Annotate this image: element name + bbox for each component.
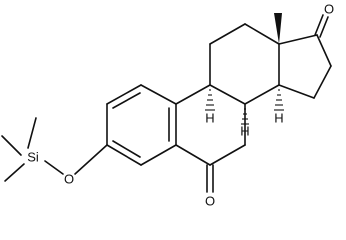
methyl-wedge-bond [274, 13, 282, 44]
ring-d [278, 34, 332, 99]
bond [278, 84, 315, 99]
trimethylsilyl-ether [1, 117, 108, 182]
double-bond-inner [112, 140, 141, 158]
bond [278, 34, 318, 45]
ketone-6 [206, 164, 214, 193]
oxygen-label-17: O [324, 1, 334, 16]
double-bond [319, 16, 329, 38]
methyl-bond [27, 117, 37, 149]
double-bond [314, 14, 324, 36]
double-bond-inner [112, 92, 141, 109]
bond [209, 144, 246, 166]
hashed-bond-h9 [205, 89, 215, 111]
bond [106, 84, 142, 105]
ring-c [209, 23, 280, 105]
bond [209, 23, 246, 45]
structure-diagram: O O O Si H H H [1, 1, 334, 208]
bond [140, 144, 177, 166]
ketone-17 [314, 14, 329, 38]
bond [74, 144, 108, 175]
methyl-bond [4, 163, 25, 182]
bond [175, 144, 211, 166]
bond [44, 160, 64, 175]
silicon-label: Si [27, 149, 39, 164]
oxygen-label-ether: O [64, 171, 74, 186]
oxygen-label-6: O [205, 193, 215, 208]
methyl-bond [1, 135, 22, 156]
ring-a-aromatic [106, 84, 177, 166]
bond [244, 23, 280, 45]
bond [106, 144, 142, 166]
bond [316, 34, 332, 67]
hydrogen-label-9: H [205, 110, 214, 125]
hashed-bond-h14 [274, 89, 284, 111]
molecule-drawing: O O O Si H H H [1, 1, 334, 208]
bond [244, 84, 280, 105]
bond [209, 84, 246, 105]
bond [313, 65, 332, 99]
hydrogen-label-8: H [240, 123, 249, 138]
bond [175, 84, 211, 105]
bond [140, 84, 177, 105]
ring-b [175, 84, 246, 166]
hydrogen-label-14: H [274, 110, 283, 125]
hashed-bond-h8 [241, 108, 249, 125]
